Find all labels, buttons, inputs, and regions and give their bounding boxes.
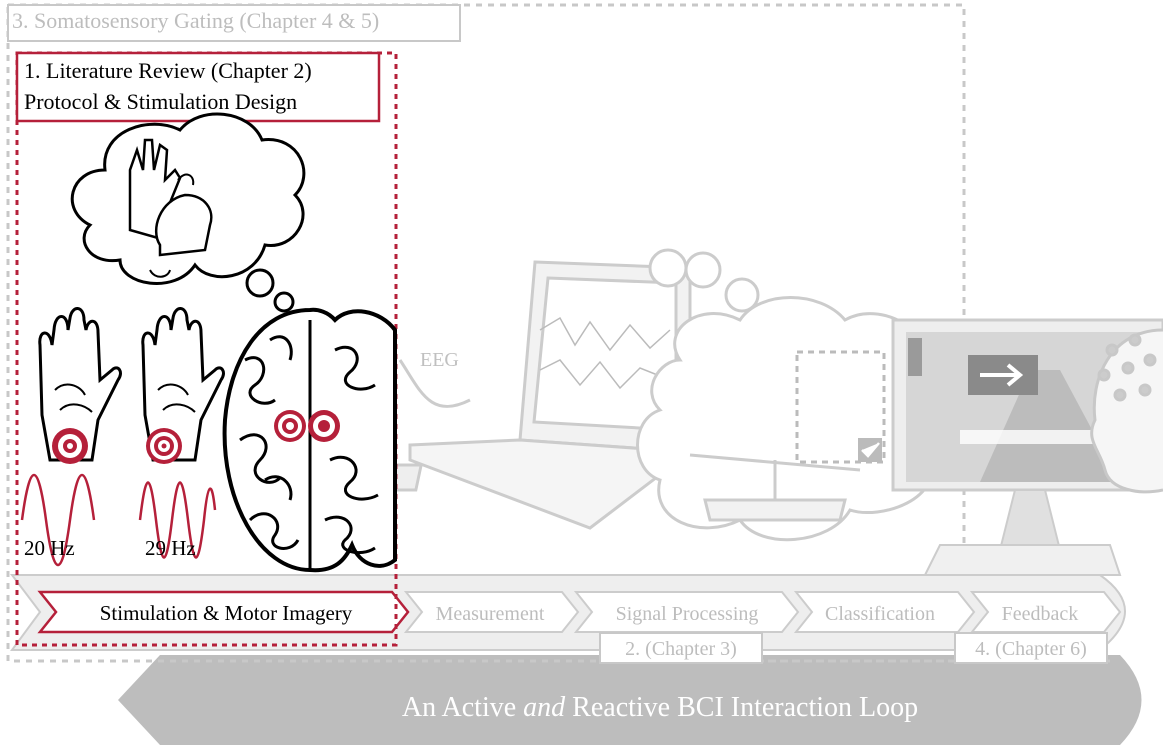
step-classification-label: Classification — [825, 603, 935, 625]
interaction-loop-banner: An Active and Reactive BCI Interaction L… — [118, 655, 1142, 745]
motor-imagery-thought-bubble — [70, 112, 306, 313]
chapter6-box — [954, 632, 1108, 664]
step-signal-processing-label: Signal Processing — [616, 603, 759, 625]
classification-thought-bubble — [636, 248, 953, 542]
eeg-label: EEG — [420, 349, 459, 371]
step-signal-processing — [573, 591, 800, 633]
user-head-eeg-cap — [1090, 328, 1163, 494]
protocol-stimulation-design-title: Protocol & Stimulation Design — [24, 89, 298, 114]
somatosensory-gating-label-box — [7, 4, 461, 42]
pipeline-steps: Stimulation & Motor Imagery Measurement … — [37, 590, 1122, 634]
chapter3-label: 2. (Chapter 3) — [625, 638, 737, 660]
sine-wave-20hz — [20, 473, 96, 567]
right-hand-illustration — [141, 307, 225, 464]
sine-wave-29hz — [138, 481, 217, 559]
step-measurement — [403, 591, 580, 633]
laptop-illustration — [364, 260, 695, 530]
chapter6-label: 4. (Chapter 6) — [975, 638, 1087, 660]
step-feedback-label: Feedback — [1002, 603, 1079, 625]
freq-label-29hz: 29 Hz — [145, 536, 196, 560]
brain-illustration — [222, 307, 397, 573]
step-stimulation-motor-imagery-label: Stimulation & Motor Imagery — [100, 601, 353, 625]
chapter3-box — [599, 632, 763, 664]
banner-text: An Active and Reactive BCI Interaction L… — [402, 692, 918, 723]
literature-review-label-box — [15, 51, 381, 123]
step-stimulation-motor-imagery — [37, 590, 410, 634]
freq-label-20hz: 20 Hz — [24, 536, 75, 560]
literature-review-title: 1. Literature Review (Chapter 2) — [24, 58, 312, 83]
step-measurement-label: Measurement — [436, 603, 545, 625]
left-hand-illustration — [38, 307, 122, 464]
somatosensory-gating-title: 3. Somatosensory Gating (Chapter 4 & 5) — [12, 8, 380, 33]
